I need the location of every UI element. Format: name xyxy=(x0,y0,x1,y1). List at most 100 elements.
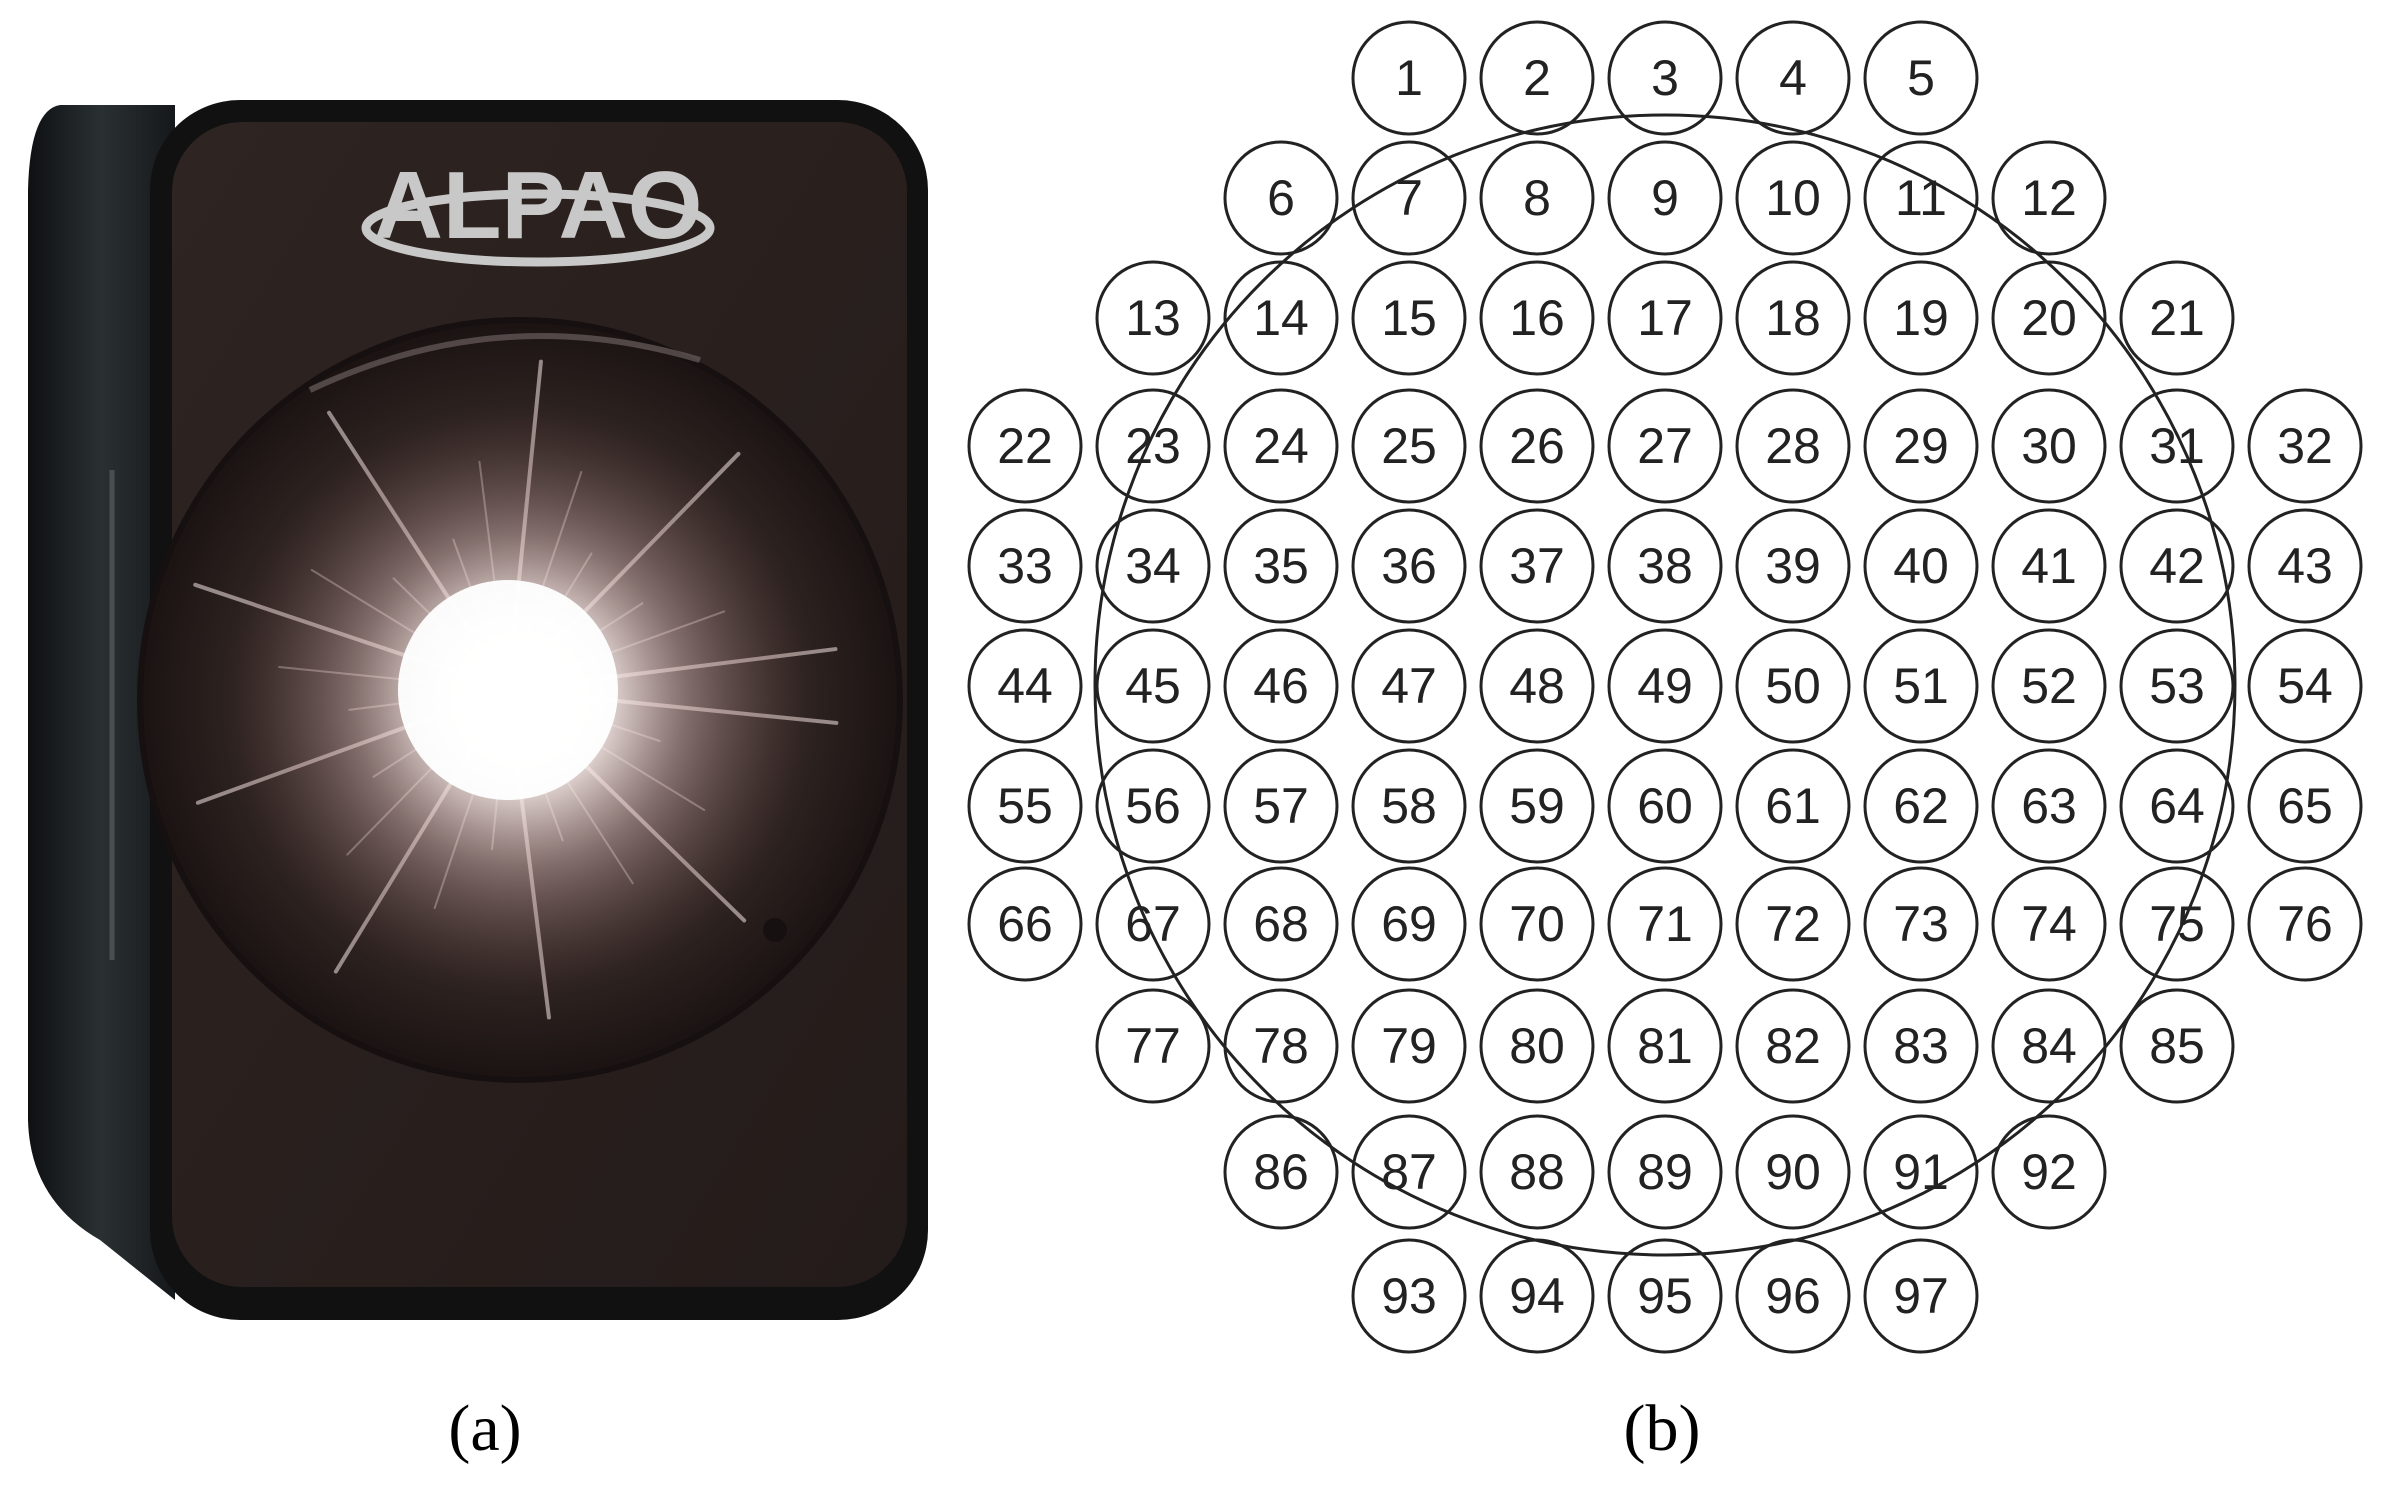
actuator-number: 75 xyxy=(2149,896,2205,952)
actuator-circle xyxy=(2119,988,2235,1104)
actuator-number: 18 xyxy=(1765,290,1821,346)
actuator-number: 54 xyxy=(2277,658,2333,714)
actuator-circle xyxy=(2247,748,2363,864)
actuator-number: 33 xyxy=(997,538,1053,594)
actuator-circle xyxy=(1863,140,1979,256)
actuator-circle xyxy=(1863,988,1979,1104)
actuator-circle xyxy=(1991,388,2107,504)
actuator-circle xyxy=(967,748,1083,864)
actuator-number: 51 xyxy=(1893,658,1949,714)
actuator-circle xyxy=(1607,988,1723,1104)
actuator-number: 14 xyxy=(1253,290,1309,346)
actuator-number: 47 xyxy=(1381,658,1437,714)
actuator-circle xyxy=(1863,1238,1979,1354)
actuator-number: 42 xyxy=(2149,538,2205,594)
actuator-circle xyxy=(1735,1114,1851,1230)
mount-screw xyxy=(763,918,787,942)
actuator-circle xyxy=(1863,1114,1979,1230)
actuator-circle xyxy=(1607,140,1723,256)
actuator-number: 34 xyxy=(1125,538,1181,594)
actuator-number: 73 xyxy=(1893,896,1949,952)
actuator-number: 16 xyxy=(1509,290,1565,346)
actuator-number: 32 xyxy=(2277,418,2333,474)
actuator-number: 5 xyxy=(1907,50,1935,106)
actuator-number: 45 xyxy=(1125,658,1181,714)
actuator-circle xyxy=(1095,866,1211,982)
actuator-circle xyxy=(2247,508,2363,624)
actuator-number: 30 xyxy=(2021,418,2077,474)
actuator-circle xyxy=(1223,628,1339,744)
actuator-number: 57 xyxy=(1253,778,1309,834)
actuator-circle xyxy=(967,388,1083,504)
actuator-number: 23 xyxy=(1125,418,1181,474)
actuator-number: 17 xyxy=(1637,290,1693,346)
actuator-number: 86 xyxy=(1253,1144,1309,1200)
actuator-circle xyxy=(1095,388,1211,504)
actuator-number: 68 xyxy=(1253,896,1309,952)
actuator-number: 13 xyxy=(1125,290,1181,346)
actuator-circle xyxy=(1863,388,1979,504)
logo: ALPAO xyxy=(374,152,703,259)
device-side xyxy=(28,105,175,1300)
actuator-number: 81 xyxy=(1637,1018,1693,1074)
actuator-circle xyxy=(1479,628,1595,744)
actuator-circle xyxy=(1095,748,1211,864)
actuator-number: 82 xyxy=(1765,1018,1821,1074)
actuator-number: 71 xyxy=(1637,896,1693,952)
light-core xyxy=(398,580,618,800)
actuator-circle xyxy=(1095,260,1211,376)
actuator-circle xyxy=(2119,388,2235,504)
actuator-number: 25 xyxy=(1381,418,1437,474)
actuator-circle xyxy=(1479,140,1595,256)
actuator-number: 15 xyxy=(1381,290,1437,346)
actuator-circle xyxy=(2119,508,2235,624)
actuator-circle xyxy=(1351,866,1467,982)
actuator-number: 19 xyxy=(1893,290,1949,346)
actuator-circle xyxy=(1351,20,1467,136)
actuator-number: 37 xyxy=(1509,538,1565,594)
actuator-circle xyxy=(1607,508,1723,624)
actuator-circle xyxy=(1607,866,1723,982)
actuator-circle xyxy=(1735,988,1851,1104)
actuator-circle xyxy=(1991,748,2107,864)
actuator-circle xyxy=(1735,388,1851,504)
actuator-number: 70 xyxy=(1509,896,1565,952)
actuator-number: 27 xyxy=(1637,418,1693,474)
pupil-circle xyxy=(1093,113,2237,1257)
actuator-circle xyxy=(1735,140,1851,256)
actuator-circle xyxy=(1735,20,1851,136)
actuator-number: 26 xyxy=(1509,418,1565,474)
actuator-number: 11 xyxy=(1895,170,1947,226)
actuator-number: 22 xyxy=(997,418,1053,474)
actuator-circle xyxy=(1095,508,1211,624)
actuator-number: 48 xyxy=(1509,658,1565,714)
actuator-number: 38 xyxy=(1637,538,1693,594)
aperture-highlight xyxy=(308,333,701,393)
actuator-circle xyxy=(1863,628,1979,744)
actuator-number: 36 xyxy=(1381,538,1437,594)
caption-a: (a) xyxy=(448,1392,521,1465)
actuator-circle xyxy=(1735,748,1851,864)
actuator-number: 49 xyxy=(1637,658,1693,714)
actuator-circle xyxy=(1351,1238,1467,1354)
actuator-circle xyxy=(967,866,1083,982)
actuator-number: 9 xyxy=(1651,170,1679,226)
actuator-number: 28 xyxy=(1765,418,1821,474)
actuator-circle xyxy=(967,628,1083,744)
actuator-circle xyxy=(2247,866,2363,982)
actuator-circle xyxy=(2247,628,2363,744)
actuator-number: 90 xyxy=(1765,1144,1821,1200)
actuator-circle xyxy=(1223,388,1339,504)
actuator-number: 31 xyxy=(2149,418,2205,474)
actuator-number: 10 xyxy=(1765,170,1821,226)
actuator-circle xyxy=(1863,20,1979,136)
actuator-circle xyxy=(1991,508,2107,624)
actuator-circle xyxy=(1223,866,1339,982)
actuator-circle xyxy=(1479,1114,1595,1230)
actuator-number: 83 xyxy=(1893,1018,1949,1074)
actuator-number: 50 xyxy=(1765,658,1821,714)
actuator-circle xyxy=(1479,988,1595,1104)
actuator-circle xyxy=(1223,1114,1339,1230)
actuator-circle xyxy=(1223,748,1339,864)
